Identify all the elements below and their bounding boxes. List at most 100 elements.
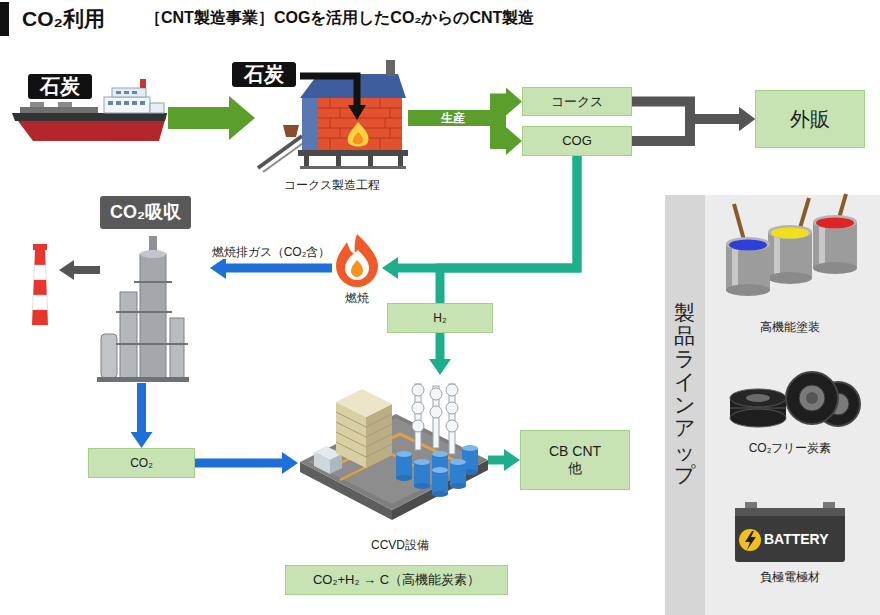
- tire-illustration-part: [730, 409, 786, 427]
- process-caption: コークス製造工程: [255, 177, 408, 194]
- coke-oven-illustration-part-part: [385, 118, 386, 128]
- ship-illustration-part-part: [124, 101, 129, 105]
- flow-arrow: [398, 156, 577, 268]
- absorption-tower-illustration-part: [116, 282, 188, 344]
- coke-oven-illustration-part: [302, 98, 318, 150]
- chimney-illustration-part: [33, 244, 47, 250]
- ship-illustration-part: [30, 102, 44, 107]
- tire-illustration-part: [799, 385, 825, 411]
- paint-can-illustration-part: [800, 198, 809, 228]
- ship-illustration-part-part: [124, 91, 129, 94]
- coke-oven-illustration-part: [318, 98, 402, 150]
- coke-oven-illustration-part: [258, 136, 302, 168]
- flame-icon-part: [345, 250, 369, 280]
- coke-oven-illustration-part-part: [330, 118, 331, 128]
- paint-can-illustration-part: [816, 218, 854, 229]
- paint-can-illustration-part: [726, 284, 770, 296]
- ccvd-plant-illustration-part-part: [430, 406, 442, 418]
- coke-oven-illustration-part: [263, 141, 306, 172]
- flame-icon-part: [351, 260, 363, 277]
- ship-illustration-part-part: [108, 101, 113, 105]
- chimney-illustration-part: [34, 265, 46, 280]
- product-caption: 高機能塗装: [760, 319, 820, 336]
- ship-illustration-part-part: [132, 91, 137, 94]
- box-text: CB CNT他: [546, 443, 604, 477]
- ccvd-plant-illustration-part-part: [432, 470, 448, 494]
- box-text: コークス: [551, 94, 603, 110]
- ccvd-plant-illustration-part-part: [366, 444, 392, 457]
- absorption-tower-illustration-part: [120, 292, 137, 378]
- absorption-tower-illustration-part: [170, 318, 184, 378]
- subtitle: ［CNT製造事業］COGを活用したCO₂からのCNT製造: [145, 8, 534, 29]
- ccvd-plant-illustration-part-part: [336, 442, 366, 457]
- ccvd-plant-illustration-part-part: [446, 402, 458, 414]
- ccvd-plant-illustration-part-part: [414, 483, 430, 489]
- gas-box: H₂: [387, 303, 493, 333]
- paint-can-illustration-part: [771, 228, 809, 239]
- paint-can-illustration-part: [819, 222, 825, 268]
- tire-illustration-part: [730, 389, 786, 407]
- chimney-illustration-part: [32, 310, 48, 325]
- battery-illustration-part: [745, 531, 756, 550]
- paint-can-illustration-part: [726, 237, 770, 251]
- flow-arrow: [226, 264, 332, 273]
- exhaust-arrow-part: [73, 266, 100, 274]
- lineup-panel-ground: [665, 195, 880, 615]
- coke-oven-illustration-part-part: [330, 98, 331, 108]
- flow-arrow: [436, 333, 445, 359]
- edge-label: 燃焼排ガス（CO₂含）: [211, 245, 332, 259]
- ccvd-plant-node: CCVD設備: [298, 375, 488, 555]
- ccvd-plant-illustration-part-part: [462, 445, 478, 451]
- ccvd-plant-illustration-part: [300, 414, 488, 510]
- process-caption: CCVD設備: [312, 537, 488, 554]
- absorption-tower-illustration-part: [140, 250, 166, 258]
- coke-oven-node: 石炭コークス製造工程: [255, 60, 408, 194]
- ship-illustration-part: [20, 107, 98, 113]
- absorption-tower-illustration-part: [140, 254, 166, 378]
- ship-illustration-part-part: [116, 91, 121, 94]
- paint-can-illustration-part: [768, 272, 812, 284]
- tire-illustration-part: [786, 372, 838, 424]
- coke-oven-illustration-part: [283, 125, 299, 137]
- exhaust-arrow-part: [59, 260, 74, 280]
- ccvd-plant-illustration-part-part: [412, 420, 424, 432]
- product-box: コークス: [522, 87, 632, 116]
- battery-illustration-part: [735, 508, 845, 562]
- ccvd-plant-illustration-part-part: [446, 420, 458, 432]
- flow-arrow: [488, 456, 504, 465]
- absorption-tower-illustration-part: [97, 377, 189, 382]
- sales-box: 外販: [755, 90, 865, 148]
- ccvd-plant-illustration-part-part: [430, 388, 442, 400]
- absorption-tower-node: CO₂吸収: [95, 195, 210, 383]
- flow-arrow: [632, 119, 739, 141]
- ship-illustration-part-part: [132, 101, 137, 105]
- product-caption: CO₂フリー炭素: [749, 440, 832, 457]
- battery-illustration-part: [739, 529, 761, 551]
- lineup-panel-ground-part: [705, 195, 880, 615]
- coke-oven-illustration-part-part: [380, 98, 381, 108]
- ccvd-plant-illustration-part-part: [412, 384, 424, 396]
- page-title: CO₂利用: [22, 5, 105, 33]
- ship-illustration-part: [140, 79, 146, 88]
- ccvd-plant-illustration-part: [412, 384, 458, 454]
- box-text: H₂: [433, 311, 446, 325]
- absorption-tower-illustration: [97, 236, 189, 382]
- ship-illustration-part: [58, 102, 72, 107]
- battery-illustration-part: [735, 508, 845, 516]
- flame-icon: [336, 234, 378, 287]
- paint-can-illustration-part: [839, 194, 846, 218]
- paint-can-illustration-part: [732, 244, 738, 290]
- box-text: CO₂: [130, 456, 153, 470]
- cargo-tag: 石炭: [232, 62, 296, 87]
- flow-arrow: [440, 156, 577, 303]
- ccvd-plant-illustration-part-part: [432, 491, 448, 497]
- edge-label: 生産: [438, 111, 468, 125]
- ccvd-plant-illustration-part-part: [396, 475, 412, 481]
- process-tag: CO₂吸収: [100, 196, 191, 229]
- coke-oven-illustration-part-part: [390, 108, 391, 118]
- coke-oven-illustration-part-part: [380, 138, 381, 150]
- ccvd-plant-illustration-part-part: [396, 454, 412, 478]
- ccvd-plant-illustration-part-part: [450, 462, 466, 486]
- paint-can-illustration-part: [734, 204, 744, 240]
- absorption-tower-illustration-part: [101, 334, 117, 378]
